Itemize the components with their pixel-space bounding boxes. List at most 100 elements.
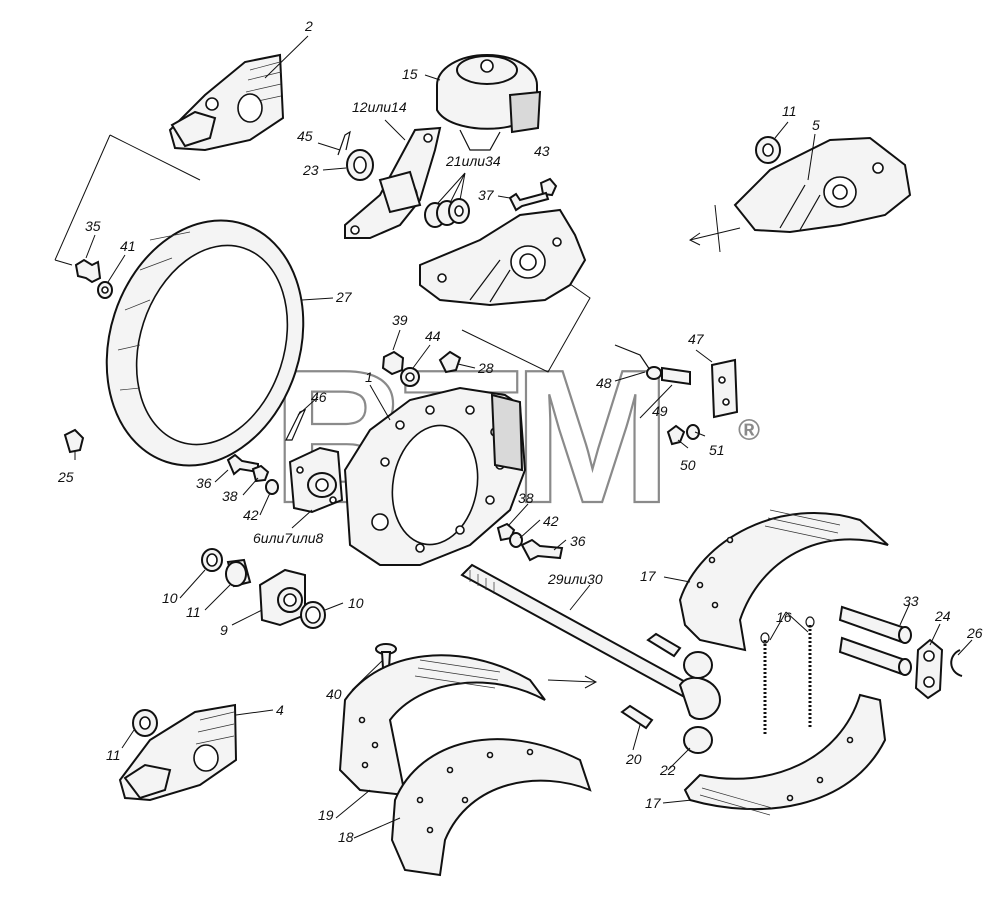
callout-33: 33 [903,593,919,609]
arrow-bottom [547,675,598,689]
callout-1: 1 [365,369,373,385]
bracket-2 [168,53,285,152]
callout-17-lower: 17 [645,795,662,811]
slack-adjuster-12-14 [344,126,442,239]
callout-23: 23 [302,162,319,178]
roller-22 [683,651,713,754]
bushing-11-bottom [132,709,158,737]
callout-37: 37 [478,187,495,203]
bolt-35 [74,258,102,284]
washer-44 [400,367,420,387]
callout-28: 28 [477,360,494,376]
chamber-bracket [419,208,587,307]
bracket-4 [118,703,238,802]
brake-chamber-15 [436,54,542,151]
nut-43 [539,177,558,197]
callout-16: 16 [776,609,792,625]
bracket-5 [733,136,912,234]
anchor-pins-33 [838,605,912,676]
callout-42-left: 42 [243,507,259,523]
callout-15: 15 [402,66,418,82]
callout-20: 20 [625,751,642,767]
housing-9 [258,568,306,627]
callout-17-upper: 17 [640,568,657,584]
bolt-37 [508,191,550,212]
arrow-right-top [689,204,741,253]
bolt-50 [666,424,686,446]
seal-10-right [300,601,326,629]
callout-11-top: 11 [782,103,797,119]
callout-10-left: 10 [162,590,178,606]
callout-12-14: 12или14 [352,99,407,115]
bolt-36-right [520,538,564,562]
roller-pin-20 [620,704,654,730]
rivet-40 [375,643,397,669]
washer-51 [686,424,700,440]
callout-21-34: 21или34 [445,153,501,169]
nut-38-left [251,464,270,483]
callout-45: 45 [297,128,313,144]
nut-39 [381,350,405,376]
callout-22: 22 [659,762,676,778]
callout-48: 48 [596,375,612,391]
pin-48-49 [614,344,691,386]
plate-47 [710,358,739,419]
brake-spider-1 [343,386,527,566]
callout-labels: 2 15 12или14 45 23 21или34 43 37 11 5 35… [57,18,983,845]
leader-lines [54,35,973,839]
camshaft-29-30 [460,563,722,720]
washer-42-left [265,479,279,495]
clip-26 [950,649,963,677]
callout-2: 2 [304,18,313,34]
pin-upper [646,632,682,658]
callout-36-right: 36 [570,533,586,549]
callout-11-bottom: 11 [106,747,121,763]
callout-47: 47 [688,331,705,347]
plug-25 [63,428,85,454]
callout-38-right: 38 [518,490,534,506]
callout-5: 5 [812,117,820,133]
brake-shoe-17-lower [683,693,887,816]
callout-19: 19 [318,807,334,823]
callout-40: 40 [326,686,342,702]
callout-24: 24 [934,608,951,624]
callout-11-mid: 11 [186,604,201,620]
callout-51: 51 [709,442,725,458]
washer-41 [97,281,113,299]
pin-46 [285,408,307,441]
callout-9: 9 [220,622,228,638]
brake-lining-18 [390,738,592,877]
callout-50: 50 [680,457,696,473]
callout-29-30: 29или30 [547,571,603,587]
callout-39: 39 [392,312,408,328]
callout-35: 35 [85,218,101,234]
callout-26: 26 [966,625,983,641]
link-plate-24 [914,638,944,700]
return-springs-16 [760,616,815,735]
bushing-23 [346,149,374,181]
brake-shoe-19 [338,654,546,797]
callout-49: 49 [652,403,668,419]
callout-42-right: 42 [543,513,559,529]
callout-10-right: 10 [348,595,364,611]
callout-25: 25 [57,469,74,485]
dust-shield-27 [105,219,305,467]
washers-21-34 [424,198,470,228]
callout-41: 41 [120,238,136,254]
bushing-11-top [755,136,781,164]
callout-38-left: 38 [222,488,238,504]
brake-shoe-17-upper [678,509,889,652]
callout-46: 46 [311,389,327,405]
seal-10-left [201,548,223,572]
callout-36-left: 36 [196,475,212,491]
bushing-11-mid [225,558,252,588]
flange-6-7-8 [288,446,344,514]
callout-6-7-8: 6или7или8 [253,530,324,546]
callout-44: 44 [425,328,441,344]
washer-42-right [509,532,523,548]
callout-18: 18 [338,829,354,845]
callout-4: 4 [276,702,284,718]
callout-27: 27 [335,289,353,305]
